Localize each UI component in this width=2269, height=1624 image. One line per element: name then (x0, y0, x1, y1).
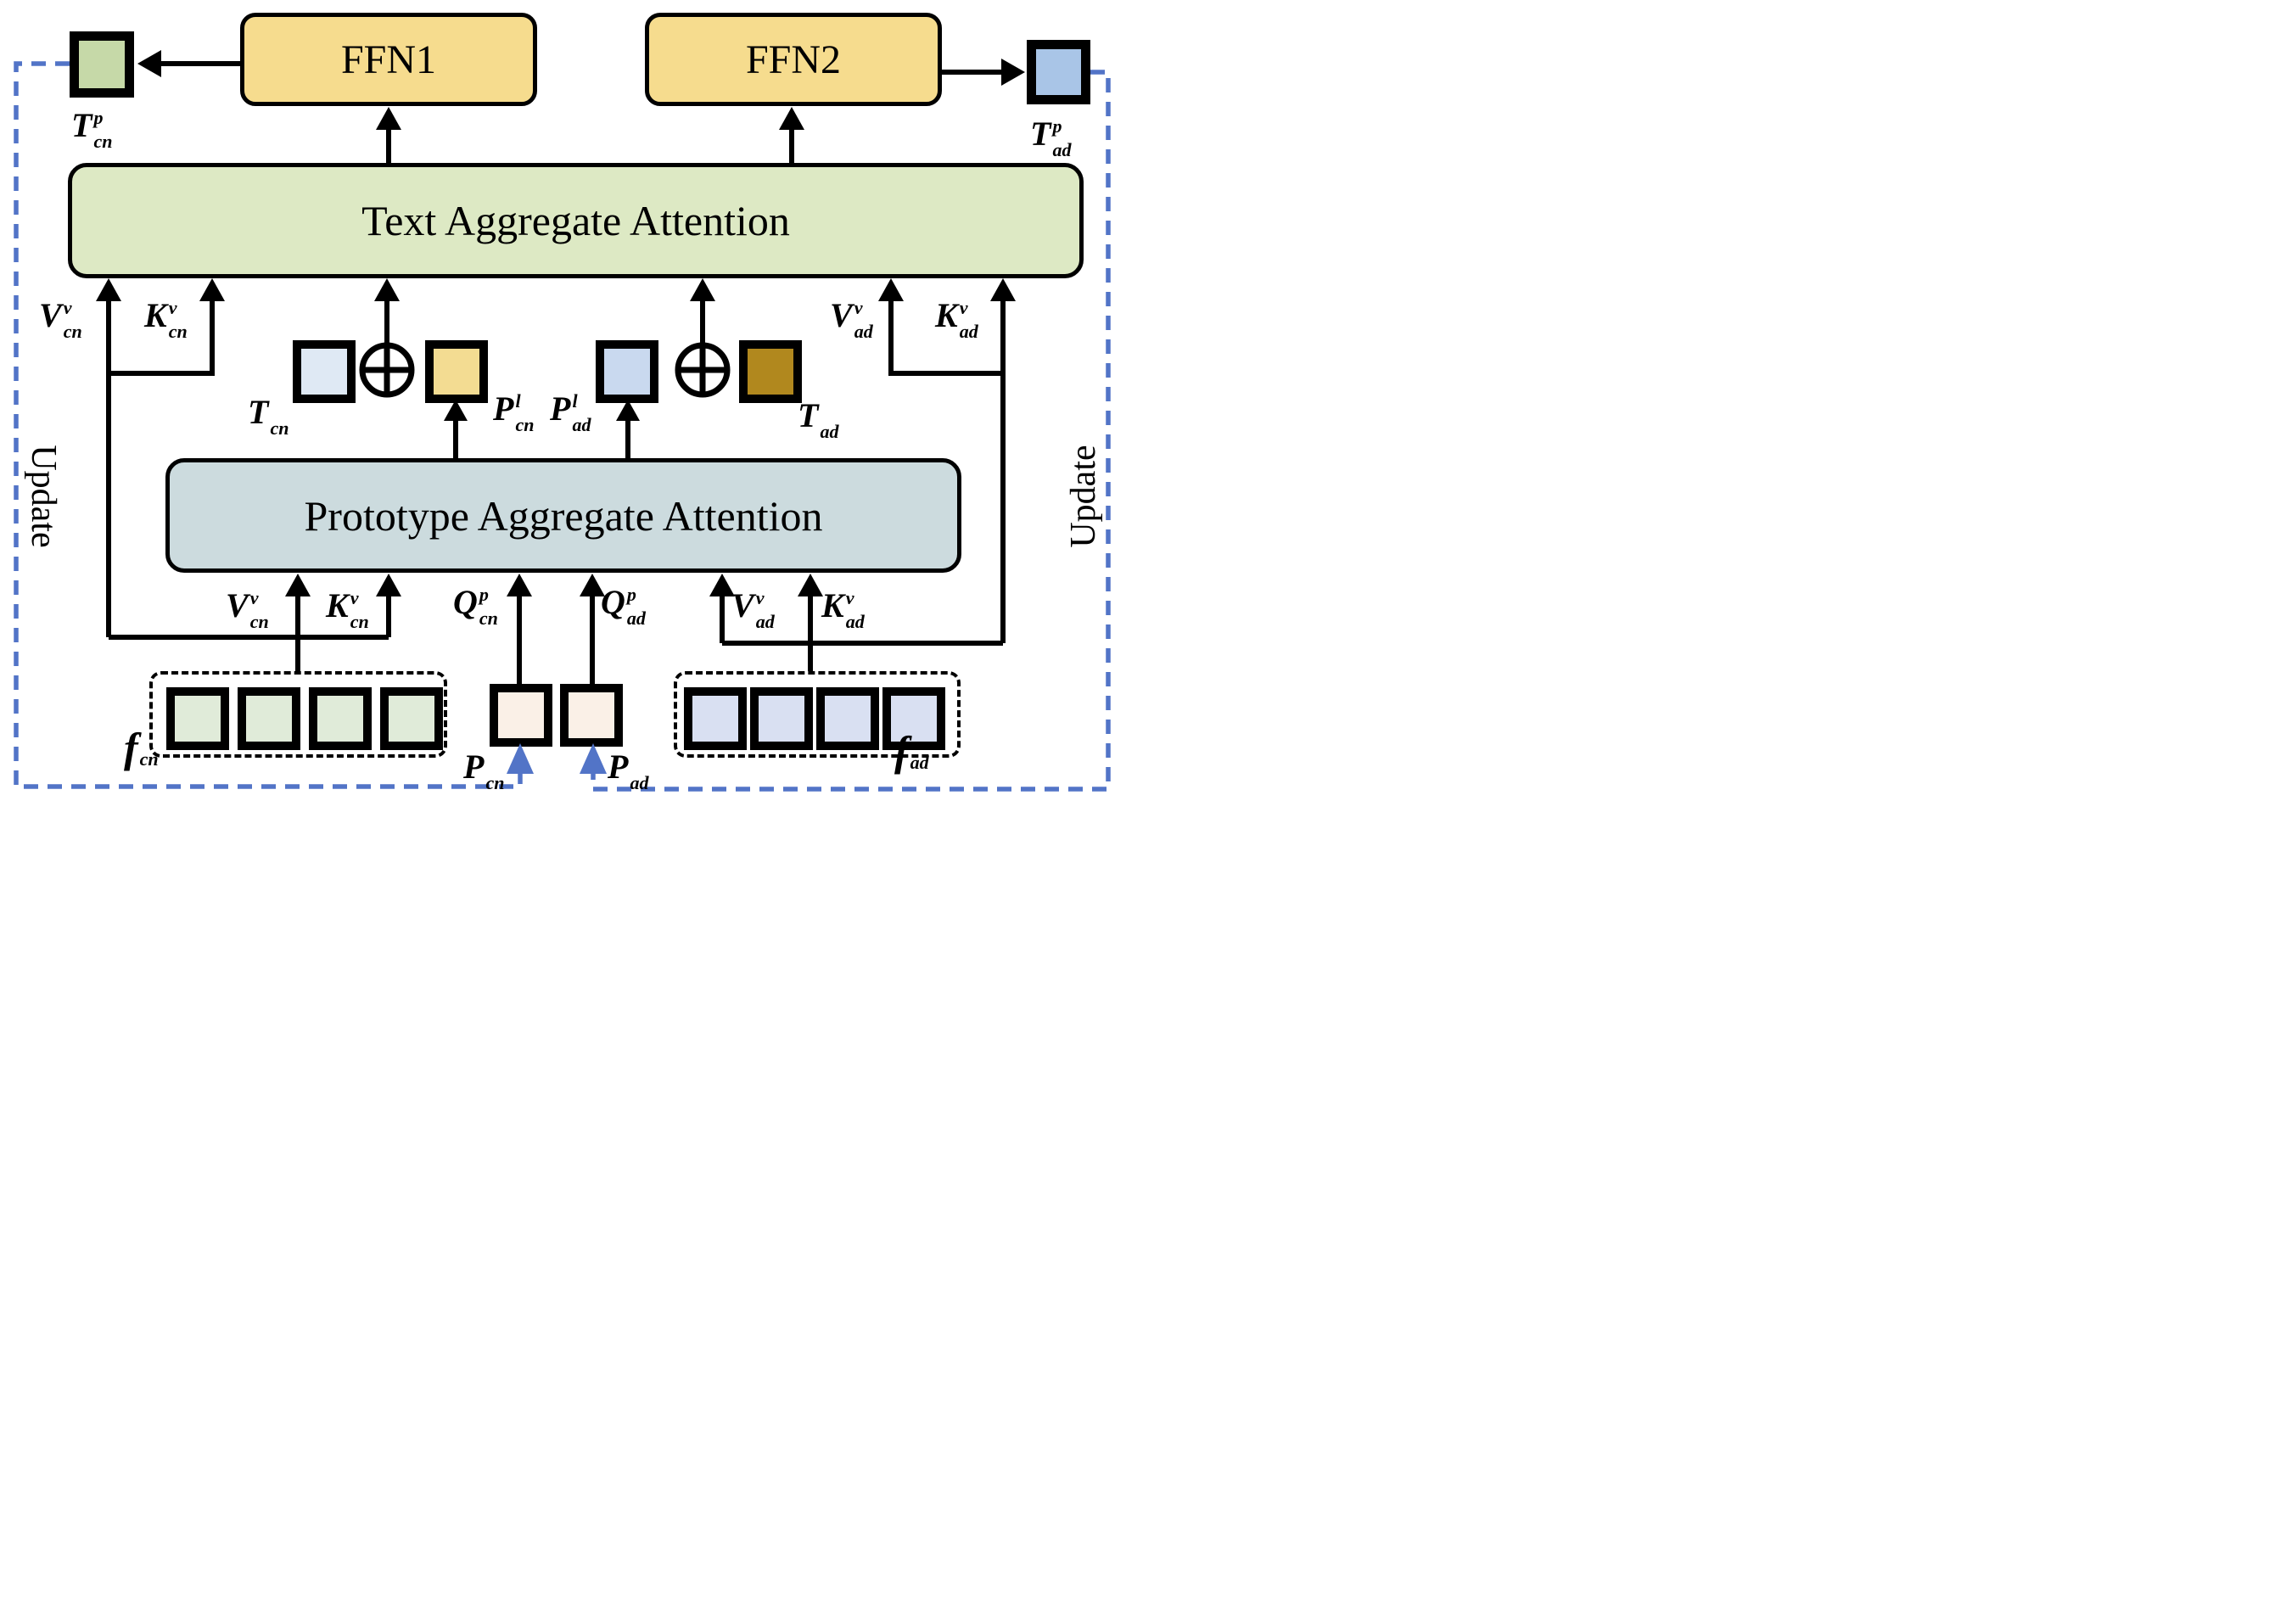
p-ad-label: P ad (608, 748, 649, 793)
t-ad-square (739, 340, 802, 403)
arrow-v-cn-to-proto (285, 574, 311, 671)
p-ad-l-square (596, 340, 658, 403)
arrow-k-ad-to-taa (990, 278, 1016, 643)
arrow-sum-right-to-taa (690, 278, 715, 343)
p-ad-square (560, 684, 623, 747)
prototype-aggregate-attention-box: Prototype Aggregate Attention (165, 458, 961, 573)
t-ad-p-square (1027, 40, 1090, 104)
t-cn-label: T cn (248, 393, 289, 439)
arrow-k-cn-to-proto (376, 574, 401, 637)
t-ad-label: T ad (798, 396, 839, 442)
f-cn-token-square (380, 687, 443, 750)
arrow-taa-to-ffn2 (779, 107, 804, 163)
f-cn-token-square (309, 687, 372, 750)
update-arrowhead-p-cn (507, 743, 534, 774)
arrow-ffn2-to-t-ad-p (942, 59, 1025, 86)
ffn2-label: FFN2 (745, 36, 842, 82)
ffn1-label: FFN1 (340, 36, 437, 82)
f-cn-label: f cn (124, 724, 159, 771)
plus-circle-icon (359, 342, 415, 398)
architecture-diagram: FFN1 FFN2 Text Aggregate Attention Proto… (0, 0, 1134, 812)
arrow-q-cn-to-proto (507, 574, 532, 684)
arrow-ffn1-to-t-cn-p (137, 50, 240, 77)
p-cn-label: P cn (463, 748, 505, 793)
f-ad-token-square (750, 687, 813, 750)
plus-circle-icon (675, 342, 731, 398)
p-cn-square (490, 684, 552, 747)
update-arrowhead-p-ad (580, 743, 607, 774)
t-cn-square (293, 340, 356, 403)
arrow-k-ad-to-proto (798, 574, 823, 671)
arrow-sum-left-to-taa (374, 278, 400, 343)
ffn2-box: FFN2 (645, 13, 942, 106)
text-aggregate-attention-box: Text Aggregate Attention (68, 163, 1084, 278)
f-cn-token-square (166, 687, 229, 750)
text-aggregate-attention-label: Text Aggregate Attention (361, 197, 790, 244)
f-ad-label: f ad (894, 727, 929, 775)
t-cn-p-square (70, 31, 134, 98)
f-ad-token-square (816, 687, 879, 750)
f-ad-token-square (684, 687, 747, 750)
arrow-v-cn-to-taa (96, 278, 121, 637)
prototype-aggregate-attention-label: Prototype Aggregate Attention (304, 491, 823, 540)
f-cn-token-square (238, 687, 300, 750)
update-label-right: Update (1064, 445, 1103, 548)
update-label-left: Update (24, 445, 63, 548)
p-cn-l-square (425, 340, 488, 403)
ffn1-box: FFN1 (240, 13, 537, 106)
arrow-proto-to-p-cn-l (444, 400, 468, 458)
f-cn-token-group (149, 671, 447, 758)
arrow-proto-to-p-ad-l (616, 400, 640, 458)
arrow-taa-to-ffn1 (376, 107, 401, 163)
